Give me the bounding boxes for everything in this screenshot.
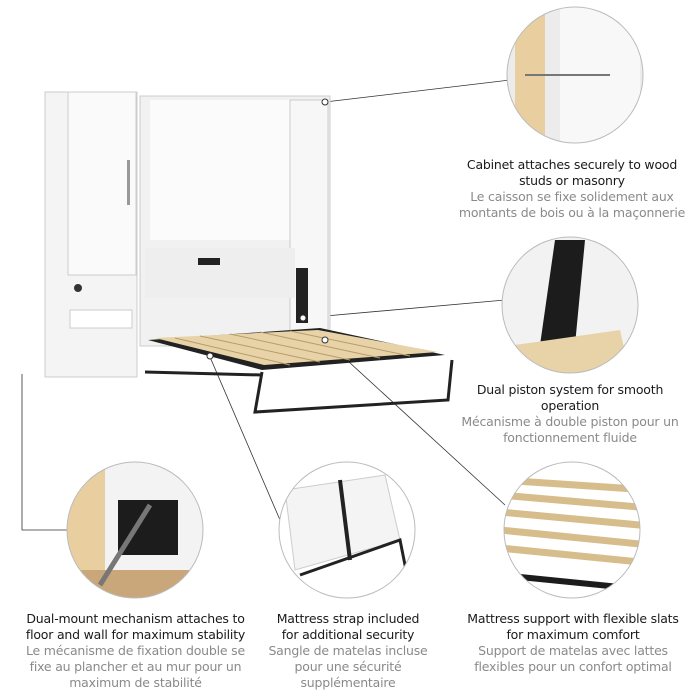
- feature-slats: Mattress support with flexible slats for…: [462, 611, 684, 675]
- feature-title: Mattress strap included for additional s…: [276, 611, 420, 642]
- detail-piston: [502, 237, 638, 373]
- feature-dual-mount: Dual-mount mechanism attaches to floor a…: [18, 611, 253, 691]
- detail-wall-attachment: [507, 7, 643, 143]
- bed-platform: [144, 98, 454, 414]
- feature-title-fr: Le caisson se fixe solidement aux montan…: [458, 189, 686, 220]
- detail-slats: [504, 462, 640, 598]
- feature-title-fr: Support de matelas avec lattes flexibles…: [474, 643, 672, 674]
- feature-wall-attachment: Cabinet attaches securely to wood studs …: [452, 157, 692, 221]
- feature-piston: Dual piston system for smooth operation …: [460, 382, 680, 446]
- feature-mattress-strap: Mattress strap included for additional s…: [268, 611, 428, 691]
- leader-lines: [21, 79, 511, 531]
- feature-title: Dual piston system for smooth operation: [476, 382, 664, 413]
- feature-title: Cabinet attaches securely to wood studs …: [466, 157, 678, 188]
- feature-title: Dual-mount mechanism attaches to floor a…: [25, 611, 246, 642]
- feature-title: Mattress support with flexible slats for…: [467, 611, 679, 642]
- detail-mattress-strap: [279, 462, 415, 598]
- feature-title-fr: Le mécanisme de fixation double se fixe …: [26, 643, 245, 690]
- feature-title-fr: Mécanisme à double piston pour un foncti…: [461, 414, 679, 445]
- detail-floor-mount: [67, 462, 203, 598]
- feature-title-fr: Sangle de matelas incluse pour une sécur…: [268, 643, 428, 690]
